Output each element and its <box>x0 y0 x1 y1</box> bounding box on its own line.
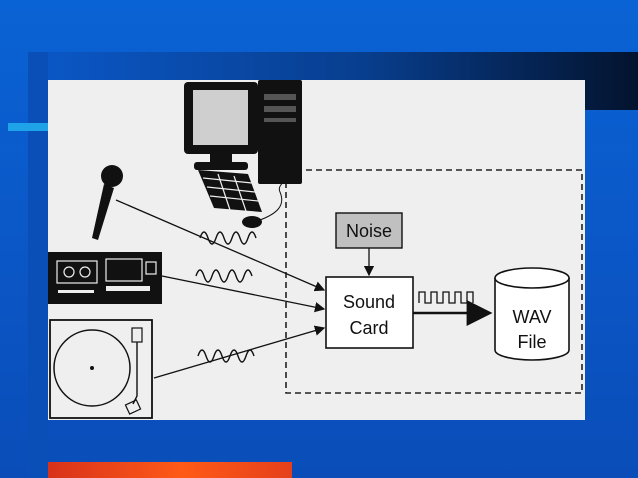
noise-label: Noise <box>346 221 392 241</box>
microphone-icon <box>92 165 123 240</box>
diagram-panel: Noise Sound Card WAV File <box>48 80 585 420</box>
analog-wave-3 <box>197 349 255 363</box>
mic-to-soundcard-arrow <box>115 199 326 292</box>
wav-file-label-line1: WAV <box>513 307 552 327</box>
wav-file-label-line2: File <box>517 332 546 352</box>
accent-strip <box>8 123 50 131</box>
analog-waves <box>195 231 257 363</box>
desktop-computer-icon <box>184 80 302 228</box>
cassette-deck-icon <box>48 252 162 304</box>
turntable-icon <box>49 319 153 419</box>
deck-to-soundcard-arrow <box>161 275 326 313</box>
analog-wave-1 <box>199 231 257 245</box>
audio-capture-diagram: Noise Sound Card WAV File <box>48 80 583 419</box>
analog-wave-2 <box>195 269 253 283</box>
digital-signal <box>418 291 474 304</box>
bottom-accent-bar <box>48 462 292 478</box>
sound-card-label-line1: Sound <box>343 292 395 312</box>
noise-box: Noise <box>335 212 403 249</box>
left-column-decoration <box>28 52 48 478</box>
sound-card-label-line2: Card <box>349 318 388 338</box>
sound-card-box: Sound Card <box>325 276 414 349</box>
turntable-to-soundcard-arrow <box>153 325 326 379</box>
wav-file-cylinder: WAV File <box>494 267 570 361</box>
